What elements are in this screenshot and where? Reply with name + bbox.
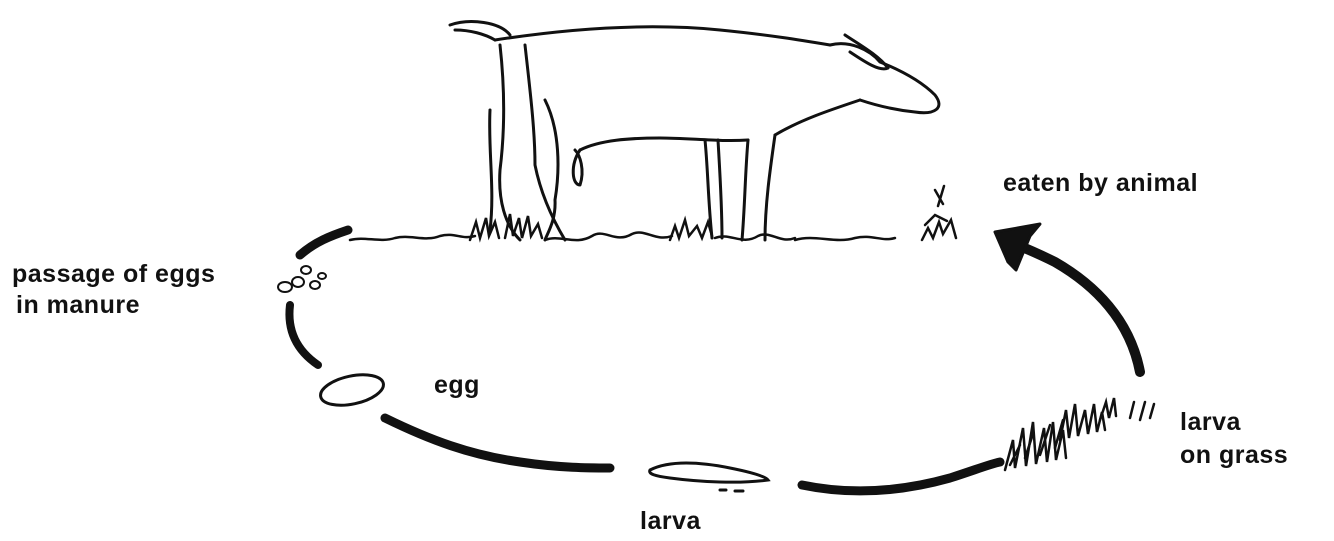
cycle-segment-bottom-left — [385, 418, 610, 468]
label-eaten-by-animal: eaten by animal — [1003, 168, 1198, 198]
label-in-manure: in manure — [16, 290, 140, 320]
label-egg: egg — [434, 370, 480, 400]
cycle-segment-right — [1010, 242, 1140, 372]
label-larva-on-grass-line1: larva — [1180, 407, 1241, 437]
label-larva-on-grass-line2: on grass — [1180, 440, 1288, 470]
grass-tuft-icon — [1005, 398, 1154, 470]
cycle-segment-top-left — [300, 230, 348, 255]
cycle-arrow — [289, 230, 1140, 491]
cycle-segment-left — [289, 305, 318, 365]
larva-icon — [650, 463, 768, 491]
egg-cluster-icon — [278, 266, 326, 292]
egg-icon — [318, 370, 386, 411]
cycle-segment-bottom-right — [802, 462, 1000, 491]
label-larva: larva — [640, 506, 701, 536]
label-passage-of-eggs: passage of eggs — [12, 259, 215, 289]
grass-icon — [350, 186, 956, 240]
goat-icon — [450, 22, 939, 240]
